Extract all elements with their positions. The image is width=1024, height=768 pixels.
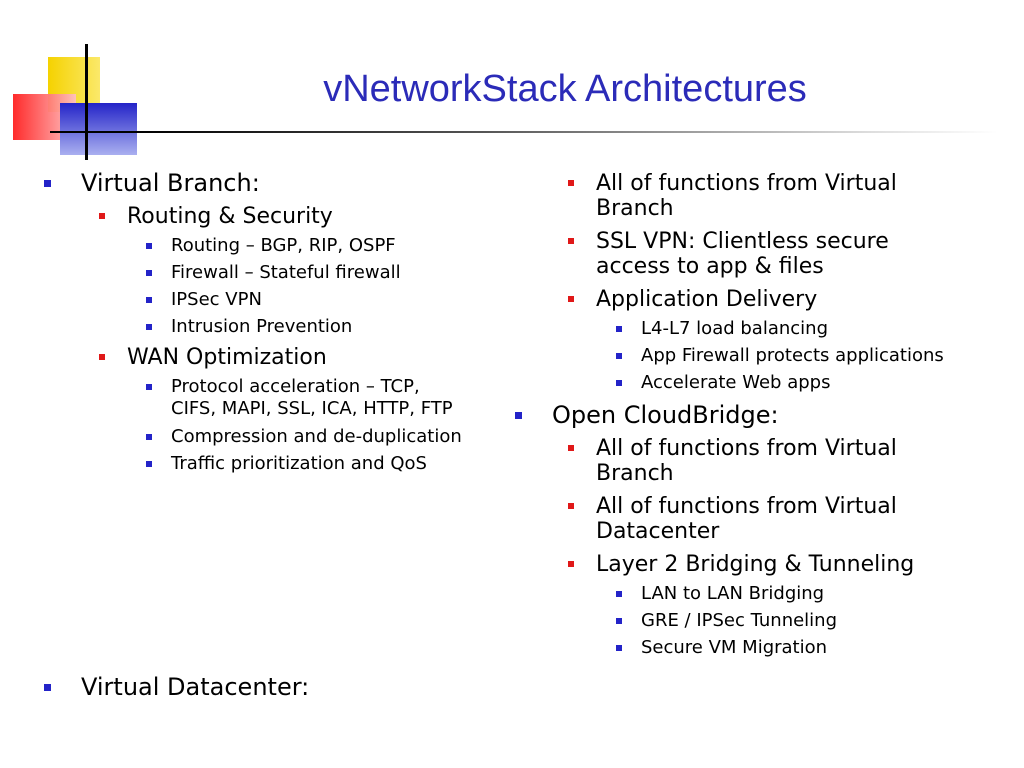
bullet-virtual-datacenter: Virtual Datacenter: — [44, 673, 310, 701]
bullet-marker — [568, 503, 574, 509]
decorative-corner-logo — [0, 0, 180, 170]
bullet-text: All of functions from Virtual Branch — [596, 171, 897, 221]
bullet-marker — [146, 243, 152, 249]
bullet-wan-optimization: WAN Optimization — [99, 345, 327, 370]
bullet-text: All of functions from Virtual Branch — [596, 436, 897, 486]
bullet-marker — [146, 297, 152, 303]
list-item: Protocol acceleration – TCP, CIFS, MAPI,… — [146, 376, 453, 420]
bullet-datacenter-item: All of functions from Virtual Branch — [568, 171, 897, 221]
bullet-application-delivery: Application Delivery — [568, 287, 818, 312]
bullet-marker — [99, 213, 105, 219]
bullet-virtual-branch: Virtual Branch: — [44, 169, 260, 197]
list-item: Compression and de-duplication — [146, 426, 462, 448]
bullet-cloudbridge-item: All of functions from Virtual Datacenter — [568, 494, 897, 544]
bullet-text: Firewall – Stateful firewall — [171, 262, 401, 283]
bullet-text: IPSec VPN — [171, 289, 262, 310]
bullet-marker — [568, 180, 574, 186]
bullet-marker — [44, 180, 51, 187]
bullet-marker — [616, 380, 622, 386]
blue-square-shape — [60, 103, 137, 155]
list-item: LAN to LAN Bridging — [616, 583, 825, 605]
bullet-layer2-bridging: Layer 2 Bridging & Tunneling — [568, 552, 915, 577]
bullet-text: WAN Optimization — [127, 345, 327, 370]
bullet-marker — [616, 326, 622, 332]
bullet-text: LAN to LAN Bridging — [641, 583, 825, 604]
bullet-marker — [44, 684, 51, 691]
bullet-text: All of functions from Virtual Datacenter — [596, 494, 897, 544]
bullet-marker — [568, 296, 574, 302]
list-item: L4-L7 load balancing — [616, 318, 828, 340]
vertical-line — [85, 44, 88, 160]
bullet-marker — [99, 354, 105, 360]
slide-title: vNetworkStack Architectures — [323, 68, 807, 110]
bullet-marker — [146, 461, 152, 467]
bullet-text: Secure VM Migration — [641, 637, 828, 658]
bullet-text: L4-L7 load balancing — [641, 318, 828, 339]
list-item: Secure VM Migration — [616, 637, 828, 659]
bullet-marker — [568, 238, 574, 244]
bullet-text: Compression and de-duplication — [171, 426, 462, 447]
horizontal-line — [50, 131, 138, 133]
list-item: App Firewall protects applications — [616, 345, 944, 367]
bullet-text: Virtual Branch: — [81, 169, 260, 197]
bullet-text: Traffic prioritization and QoS — [171, 453, 427, 474]
bullet-text: Routing & Security — [127, 204, 333, 229]
bullet-marker — [146, 324, 152, 330]
list-item: GRE / IPSec Tunneling — [616, 610, 838, 632]
bullet-cloudbridge-item: All of functions from Virtual Branch — [568, 436, 897, 486]
bullet-text: Protocol acceleration – TCP, CIFS, MAPI,… — [171, 376, 453, 419]
list-item: Traffic prioritization and QoS — [146, 453, 427, 475]
bullet-text: SSL VPN: Clientless secure access to app… — [596, 229, 889, 279]
title-underline — [138, 131, 998, 133]
bullet-text: Open CloudBridge: — [552, 401, 779, 429]
bullet-marker — [146, 434, 152, 440]
list-item: Intrusion Prevention — [146, 316, 353, 338]
bullet-marker — [146, 270, 152, 276]
bullet-open-cloudbridge: Open CloudBridge: — [515, 401, 779, 429]
bullet-marker — [616, 618, 622, 624]
bullet-marker — [568, 561, 574, 567]
bullet-marker — [568, 445, 574, 451]
bullet-datacenter-item: SSL VPN: Clientless secure access to app… — [568, 229, 889, 279]
list-item: Routing – BGP, RIP, OSPF — [146, 235, 396, 257]
bullet-text: Routing – BGP, RIP, OSPF — [171, 235, 396, 256]
bullet-marker — [616, 645, 622, 651]
bullet-text: Accelerate Web apps — [641, 372, 831, 393]
bullet-routing-security: Routing & Security — [99, 204, 333, 229]
bullet-text: Layer 2 Bridging & Tunneling — [596, 552, 915, 577]
list-item: Accelerate Web apps — [616, 372, 831, 394]
bullet-text: Virtual Datacenter: — [81, 673, 310, 701]
bullet-marker — [515, 412, 522, 419]
bullet-marker — [616, 591, 622, 597]
bullet-text: Intrusion Prevention — [171, 316, 353, 337]
bullet-marker — [146, 384, 152, 390]
list-item: IPSec VPN — [146, 289, 262, 311]
list-item: Firewall – Stateful firewall — [146, 262, 401, 284]
bullet-text: GRE / IPSec Tunneling — [641, 610, 838, 631]
bullet-text: Application Delivery — [596, 287, 818, 312]
bullet-marker — [616, 353, 622, 359]
bullet-text: App Firewall protects applications — [641, 345, 944, 366]
